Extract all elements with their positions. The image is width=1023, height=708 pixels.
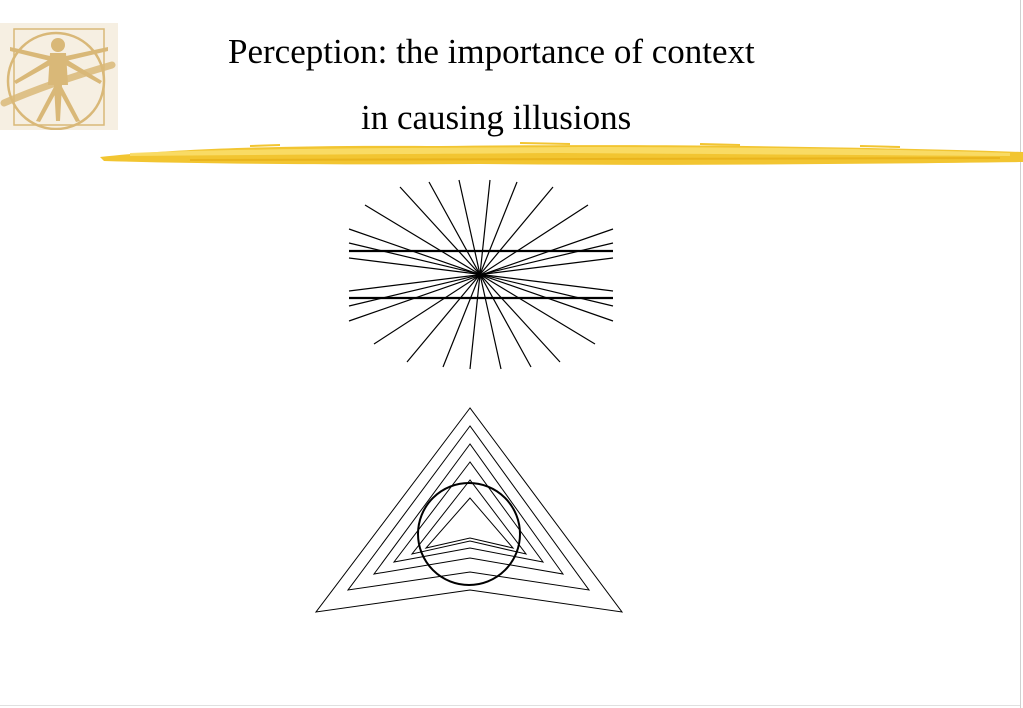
- yellow-brush-stroke: [100, 142, 1023, 165]
- slide-border-bottom: [0, 705, 1020, 706]
- slide-title-line-1: Perception: the importance of context: [228, 32, 755, 71]
- slide-border-right: [1020, 0, 1021, 708]
- slide-title-line-2: in causing illusions: [361, 98, 632, 137]
- hering-illusion: [348, 179, 614, 370]
- vitruvian-man-icon: [0, 23, 118, 130]
- circle-in-nested-triangles-illusion: [314, 407, 624, 613]
